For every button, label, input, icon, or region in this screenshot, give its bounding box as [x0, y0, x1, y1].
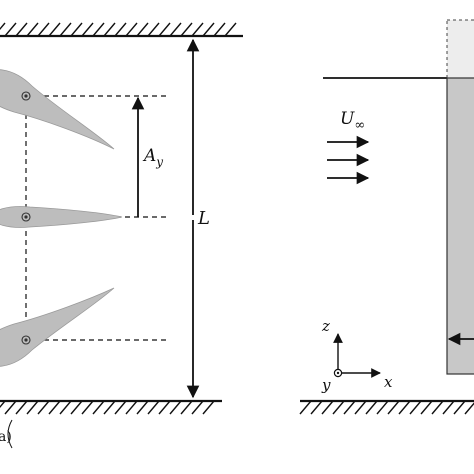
panel-b: U∞ z x y: [299, 19, 474, 415]
hatch-stroke: [125, 400, 138, 415]
hatch-stroke: [213, 22, 226, 37]
hatch-stroke: [442, 400, 455, 415]
hatch-stroke: [398, 400, 411, 415]
hatch-stroke: [70, 22, 83, 37]
hatch-stroke: [354, 400, 367, 415]
hatch-stroke: [114, 22, 127, 37]
foil-upper: [0, 69, 115, 150]
foil-upper-pivot: [21, 91, 31, 101]
hatch-stroke: [81, 400, 94, 415]
top-wall: [0, 22, 243, 38]
hatch-stroke: [169, 400, 182, 415]
hatch-stroke: [125, 22, 138, 37]
hatch-stroke: [147, 400, 160, 415]
span-label: L: [197, 208, 210, 229]
hatch-stroke: [26, 22, 39, 37]
hatch-stroke: [0, 400, 6, 408]
hatch-stroke: [136, 400, 149, 415]
foil-lower: [0, 287, 115, 367]
hatch-stroke: [191, 400, 204, 415]
hatch-stroke: [409, 400, 422, 415]
hatch-stroke: [26, 400, 39, 415]
hatch-stroke: [81, 22, 94, 37]
hatch-stroke: [59, 22, 72, 37]
hatch-stroke: [48, 22, 61, 37]
hatch-stroke: [310, 400, 323, 415]
hatch-stroke: [4, 400, 17, 415]
hatch-stroke: [103, 400, 116, 415]
hatch-stroke: [158, 400, 171, 415]
hatch-stroke: [202, 22, 215, 37]
freestream-arrows: [327, 135, 370, 185]
hatch-stroke: [299, 400, 312, 415]
panel-a-label: a): [0, 429, 12, 445]
hatch-stroke: [0, 22, 6, 30]
hatch-stroke: [136, 22, 149, 37]
hatch-stroke: [158, 22, 171, 37]
axis-x-label: x: [384, 373, 393, 391]
ground-wall: [299, 399, 474, 415]
hatch-stroke: [321, 400, 334, 415]
hatch-stroke: [180, 400, 193, 415]
hatch-stroke: [4, 22, 17, 37]
wall-block-light: [446, 19, 474, 79]
hatch-stroke: [70, 400, 83, 415]
hatch-stroke: [431, 400, 444, 415]
amplitude-label: Ay: [142, 146, 163, 169]
foil-lower-pivot: [21, 335, 31, 345]
hatch-stroke: [147, 22, 160, 37]
hatch-stroke: [180, 22, 193, 37]
hatch-stroke: [343, 400, 356, 415]
foil-middle-pivot: [21, 212, 31, 222]
bottom-wall-hatching: [0, 400, 215, 415]
hatch-stroke: [92, 22, 105, 37]
panel-a: Ay L a): [0, 22, 243, 449]
wall-block: [446, 77, 474, 375]
hatch-stroke: [37, 400, 50, 415]
foil-middle: [0, 206, 123, 228]
bottom-wall: [0, 399, 222, 415]
top-wall-hatching: [0, 22, 237, 37]
hatch-stroke: [420, 400, 433, 415]
hatch-stroke: [169, 22, 182, 37]
hatch-stroke: [103, 22, 116, 37]
hatch-stroke: [224, 22, 237, 37]
hatch-stroke: [37, 22, 50, 37]
axis-y-label: y: [321, 376, 331, 394]
hatch-stroke: [202, 400, 215, 415]
hatch-stroke: [92, 400, 105, 415]
hatch-stroke: [114, 400, 127, 415]
freestream-label: U∞: [340, 109, 365, 133]
hatch-stroke: [464, 402, 474, 415]
hatch-stroke: [59, 400, 72, 415]
hatch-stroke: [191, 22, 204, 37]
panel-a-label-paren: [7, 419, 13, 449]
ground-hatching: [299, 400, 474, 415]
hatch-stroke: [365, 400, 378, 415]
hatch-stroke: [376, 400, 389, 415]
hatch-stroke: [387, 400, 400, 415]
hatch-stroke: [15, 22, 28, 37]
hatch-stroke: [15, 400, 28, 415]
hatch-stroke: [332, 400, 345, 415]
hatch-stroke: [48, 400, 61, 415]
coordinate-axes: [333, 333, 381, 378]
hatch-stroke: [453, 400, 466, 415]
axis-z-label: z: [321, 317, 330, 335]
